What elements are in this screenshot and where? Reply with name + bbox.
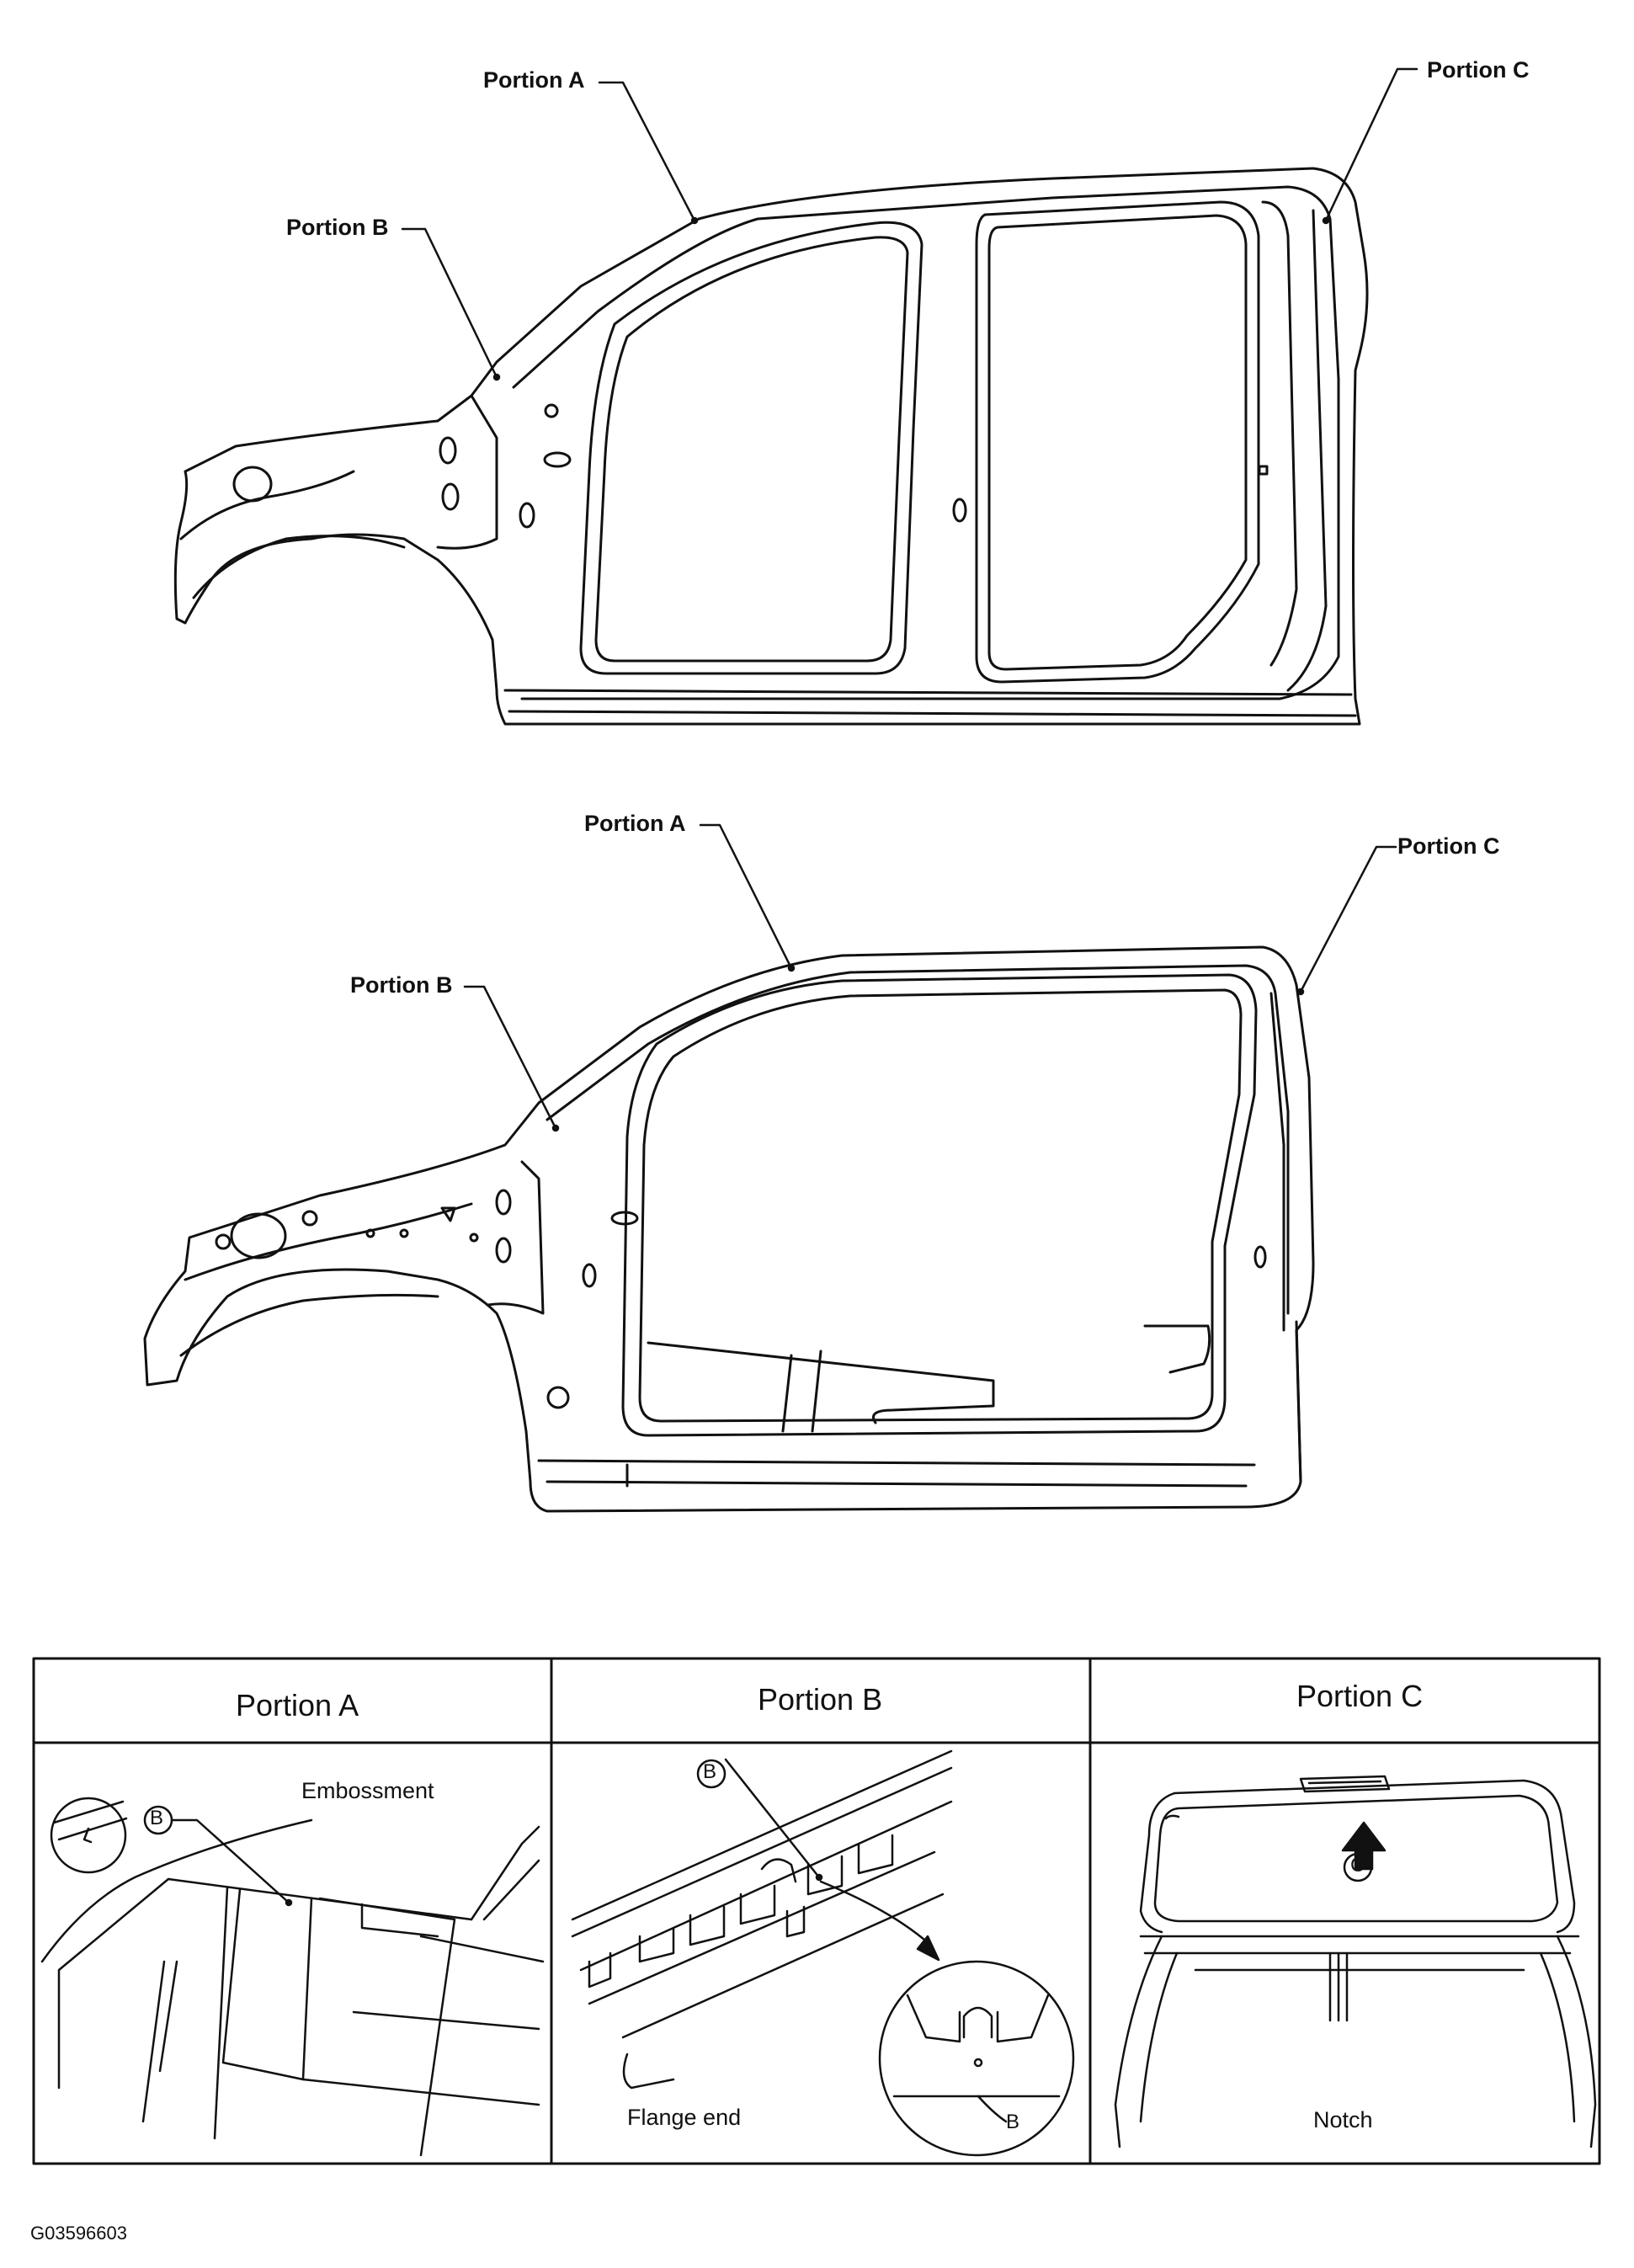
table-header-portion-b: Portion B (758, 1682, 883, 1717)
top-portion-b-label: Portion B (286, 215, 389, 240)
cell-b-flange-drawing (571, 1749, 1075, 2157)
notch-label: Notch (1313, 2107, 1373, 2132)
marker-b-cell-b: B (703, 1760, 717, 1783)
top-portion-a-label: Portion A (483, 67, 585, 93)
table-header-portion-c: Portion C (1296, 1679, 1424, 1713)
cell-a-roof-drawing (40, 1797, 545, 2157)
figure-id: G03596603 (30, 2223, 127, 2244)
top-portion-c-label: Portion C (1427, 57, 1530, 83)
top-callout-leaders (401, 67, 1418, 381)
middle-body-side-drawing (143, 945, 1315, 1513)
top-body-side-drawing (173, 167, 1369, 726)
marker-c-cell-c: C (1350, 1854, 1365, 1877)
middle-portion-b-label: Portion B (350, 972, 453, 998)
embossment-label: Embossment (301, 1778, 434, 1803)
middle-callout-leaders (463, 823, 1397, 1132)
middle-portion-a-label: Portion A (584, 811, 686, 836)
circled-markers (143, 1759, 1373, 1882)
marker-b-detail: B (1006, 2111, 1020, 2133)
table-header-portion-a: Portion A (236, 1688, 359, 1722)
marker-b-cell-a: B (150, 1807, 164, 1829)
flange-end-label: Flange end (627, 2105, 742, 2130)
detail-table-grid (32, 1657, 1601, 2165)
middle-portion-c-label: Portion C (1397, 833, 1500, 859)
cell-c-rear-window-drawing (1114, 1775, 1597, 2148)
